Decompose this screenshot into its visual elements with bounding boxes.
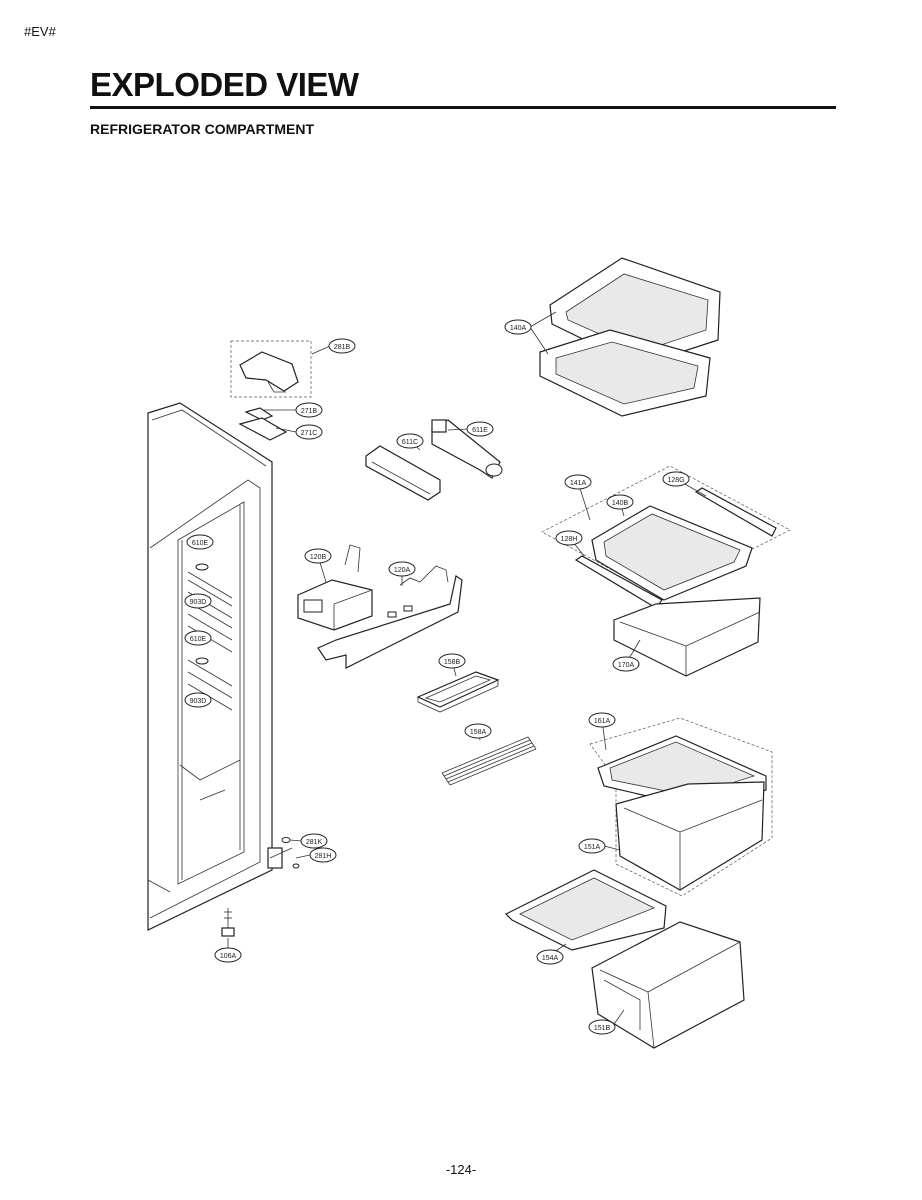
small-parts — [221, 837, 300, 937]
crisper-assembly-161A — [589, 717, 773, 897]
page-number: -124- — [445, 1162, 477, 1177]
crisper-cover-154A — [504, 869, 667, 951]
refrigerator-cabinet — [147, 402, 273, 931]
crisper-cover-tray — [416, 671, 500, 713]
grille — [441, 736, 537, 786]
part-label-text: 281B — [334, 344, 351, 351]
part-label-text: 106A — [220, 953, 237, 960]
part-label-611C: 611C — [396, 433, 424, 449]
part-label-text: 120B — [310, 554, 327, 561]
part-label-text: 170A — [618, 662, 635, 669]
part-label-140A: 140A — [504, 319, 532, 335]
drawer-170A — [613, 597, 761, 677]
document-tag: #EV# — [24, 24, 56, 39]
part-label-text: 271C — [301, 430, 318, 437]
part-label-text: 610E — [190, 636, 207, 643]
part-labels: 140A 281B 271B 271C 611C 611E 141A 128G … — [184, 319, 690, 1035]
part-label-128H: 128H — [555, 530, 583, 546]
part-label-154A: 154A — [536, 949, 564, 965]
part-label-158A: 158A — [464, 723, 492, 739]
drawer-151B — [591, 921, 745, 1049]
part-label-text: 140B — [612, 500, 629, 507]
filter-housing — [365, 419, 503, 501]
part-label-611E: 611E — [466, 421, 494, 437]
part-label-281B: 281B — [328, 338, 356, 354]
shelf-assembly-141A — [541, 465, 791, 609]
part-label-text: 611E — [472, 427, 488, 434]
part-label-text: 154A — [542, 955, 559, 962]
glass-shelves-140A — [539, 257, 721, 417]
part-label-151B: 151B — [588, 1019, 616, 1035]
part-label-120A: 120A — [388, 561, 416, 577]
part-label-158B: 158B — [438, 653, 466, 669]
part-label-text: 611C — [402, 439, 418, 446]
part-label-170A: 170A — [612, 656, 640, 672]
page-title: EXPLODED VIEW — [90, 66, 359, 103]
part-label-text: 903D — [190, 698, 207, 705]
part-label-271B: 271B — [295, 402, 323, 418]
part-label-128G: 128G — [662, 471, 690, 487]
part-label-text: 271B — [301, 408, 318, 415]
title-rule — [90, 106, 836, 109]
part-label-text: 151A — [584, 844, 601, 851]
section-subtitle: REFRIGERATOR COMPARTMENT — [90, 121, 314, 137]
part-label-903D: 903D — [184, 692, 212, 708]
hinge-assembly — [230, 340, 312, 441]
control-box — [297, 544, 463, 669]
part-label-text: 158B — [444, 659, 461, 666]
part-label-140B: 140B — [606, 494, 634, 510]
part-label-903D: 903D — [184, 593, 212, 609]
part-label-text: 161A — [594, 718, 611, 725]
part-label-151A: 151A — [578, 838, 606, 854]
part-label-610E: 610E — [184, 630, 212, 646]
part-label-106A: 106A — [214, 947, 242, 963]
part-label-161A: 161A — [588, 712, 616, 728]
part-label-text: 120A — [394, 567, 411, 574]
part-label-281H: 281H — [309, 847, 337, 863]
part-label-text: 903D — [190, 599, 207, 606]
part-label-610E: 610E — [186, 534, 214, 550]
part-label-text: 128H — [561, 536, 578, 543]
part-label-text: 281H — [315, 853, 332, 860]
part-label-text: 141A — [570, 480, 587, 487]
part-label-281K: 281K — [300, 833, 328, 849]
part-label-text: 128G — [667, 477, 684, 484]
part-label-120B: 120B — [304, 548, 332, 564]
part-label-text: 140A — [510, 325, 527, 332]
part-label-text: 610E — [192, 540, 209, 547]
part-label-text: 158A — [470, 729, 487, 736]
part-label-text: 151B — [594, 1025, 611, 1032]
part-label-141A: 141A — [564, 474, 592, 490]
part-label-271C: 271C — [295, 424, 323, 440]
part-label-text: 281K — [306, 839, 323, 846]
